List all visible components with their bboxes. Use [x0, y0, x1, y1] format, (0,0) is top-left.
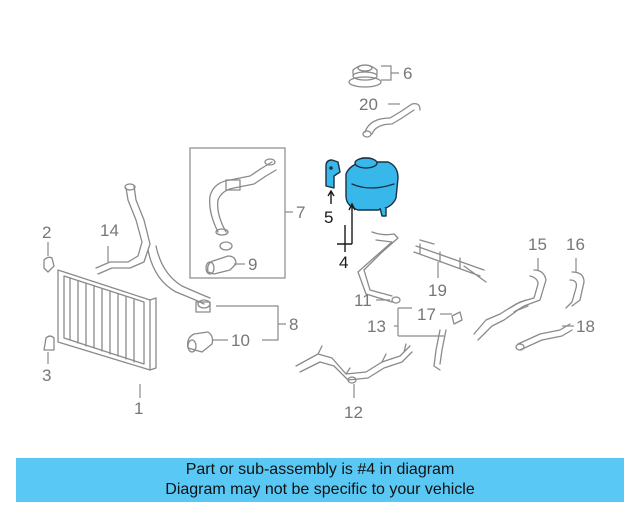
part-3-bracket[interactable] — [43, 335, 55, 351]
part-1-radiator[interactable] — [57, 269, 157, 371]
callout-1: 1 — [134, 399, 143, 418]
callout-16: 16 — [566, 235, 585, 254]
callout-8: 8 — [289, 315, 298, 334]
part-20-hose[interactable] — [362, 102, 421, 138]
callout-10: 10 — [231, 331, 250, 350]
part-4-coolant-reservoir[interactable] — [345, 157, 399, 217]
part-16-hose[interactable] — [565, 271, 585, 309]
callout-13: 13 — [367, 317, 386, 336]
part-7-hose[interactable] — [209, 158, 277, 236]
callout-18: 18 — [576, 317, 595, 336]
part-6-cap[interactable] — [348, 64, 382, 88]
part-8-clamp[interactable] — [195, 301, 211, 313]
group-box-7 — [189, 147, 286, 279]
callout-5: 5 — [324, 208, 333, 227]
callout-14: 14 — [100, 221, 119, 240]
callout-2: 2 — [42, 223, 51, 242]
part-17-hose[interactable] — [451, 299, 529, 341]
part-8-hose[interactable] — [147, 245, 211, 309]
callout-12: 12 — [344, 403, 363, 422]
part-11-hose[interactable] — [357, 231, 401, 304]
info-banner: Part or sub-assembly is #4 in diagram Di… — [16, 458, 624, 502]
callout-15: 15 — [528, 235, 547, 254]
part-13-hose[interactable] — [433, 329, 447, 371]
callout-20: 20 — [359, 95, 378, 114]
part-19-pipe-rail[interactable] — [413, 239, 487, 283]
part-15-hose[interactable] — [509, 269, 547, 313]
part-2-bracket[interactable] — [43, 256, 55, 273]
banner-line-2: Diagram may not be specific to your vehi… — [165, 481, 475, 498]
banner-line-1: Part or sub-assembly is #4 in diagram — [185, 461, 455, 478]
part-18-hose[interactable] — [515, 323, 573, 351]
callout-7: 7 — [296, 203, 305, 222]
part-12-harness[interactable] — [295, 343, 413, 384]
part-14-hose[interactable] — [95, 183, 151, 275]
callout-19: 19 — [428, 281, 447, 300]
callout-4: 4 — [339, 253, 348, 272]
callout-9: 9 — [248, 255, 257, 274]
callout-6: 6 — [403, 64, 412, 83]
callout-11: 11 — [354, 291, 372, 310]
part-10-flange[interactable] — [186, 331, 214, 353]
part-5-bracket[interactable] — [325, 159, 341, 189]
callout-3: 3 — [42, 366, 51, 385]
callout-17: 17 — [417, 305, 436, 324]
part-9-connector[interactable] — [205, 241, 237, 275]
